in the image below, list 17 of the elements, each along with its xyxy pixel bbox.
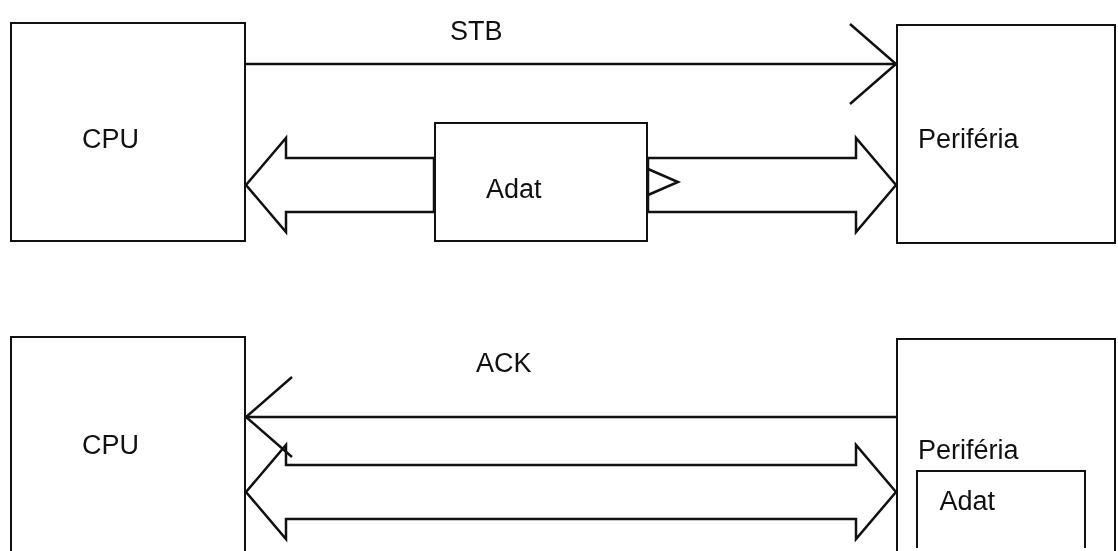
block-box (10, 22, 246, 242)
block-box (896, 24, 1116, 244)
block-label: Periféria (918, 435, 1019, 466)
block-box (915, 469, 1086, 548)
block-label: CPU (82, 430, 139, 461)
block-box (10, 336, 246, 551)
block-box (896, 338, 1116, 551)
block-box (434, 122, 648, 242)
block-label: Adat (939, 485, 996, 517)
block-label: CPU (82, 124, 139, 155)
block-label: Periféria (918, 124, 1019, 155)
block-label: Adat (486, 174, 542, 205)
bus-arrow (646, 134, 898, 236)
bus-arrow (244, 441, 898, 543)
signal-arrow (246, 22, 898, 106)
signal-arrow (244, 375, 896, 459)
bus-arrow (244, 134, 436, 236)
